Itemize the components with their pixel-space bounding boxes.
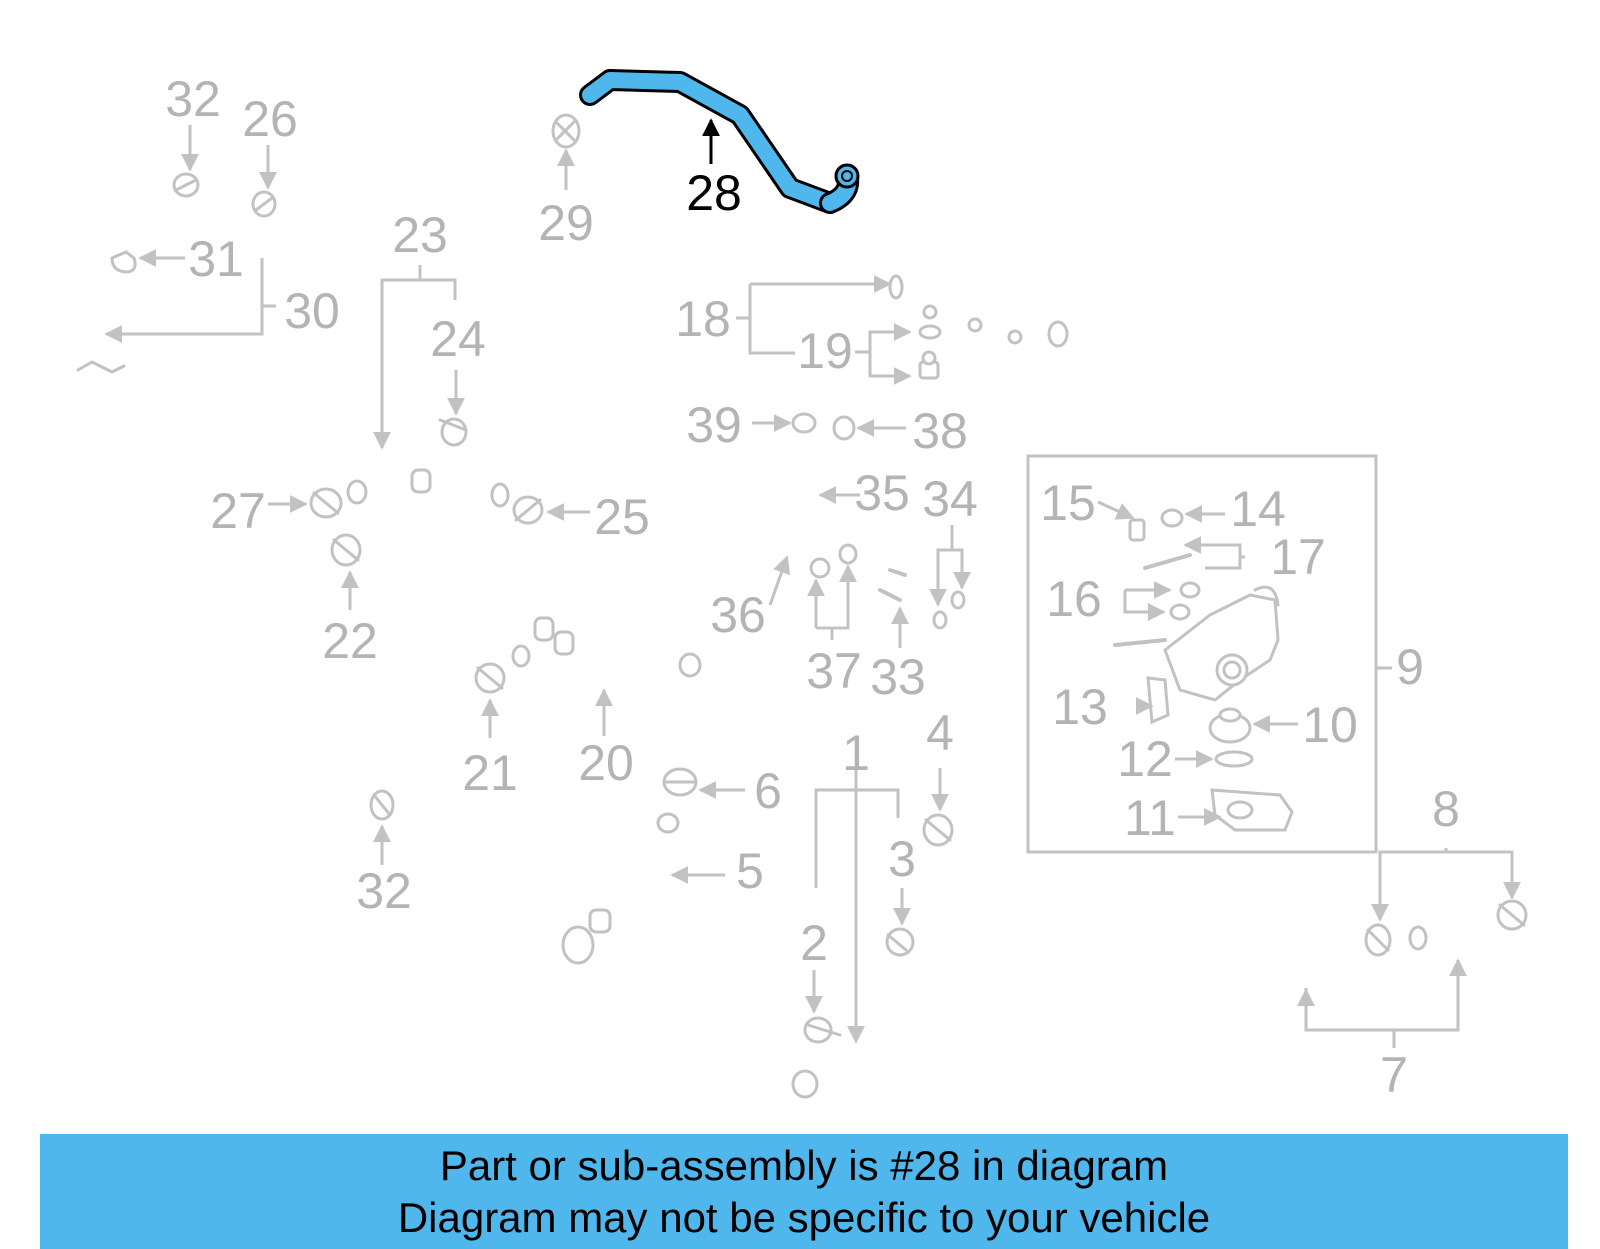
part-10-thermostat[interactable] — [1208, 707, 1252, 744]
part-32-clamp-bottom[interactable] — [369, 789, 395, 821]
part-14-washer[interactable] — [1160, 508, 1184, 528]
callout-11: 11 — [1124, 790, 1176, 846]
callout-2: 2 — [800, 915, 828, 971]
part-33-fitting[interactable] — [878, 568, 907, 602]
callout-15: 15 — [1040, 475, 1096, 531]
callout-22: 22 — [322, 613, 378, 669]
callout-10: 10 — [1302, 697, 1358, 753]
callout-17: 17 — [1270, 529, 1326, 585]
callout-38: 38 — [912, 403, 968, 459]
callout-30: 30 — [284, 283, 340, 339]
part-6-clamp[interactable] — [662, 767, 698, 797]
part-31-clip[interactable] — [110, 250, 137, 274]
part-3-clamp[interactable] — [885, 927, 915, 957]
callout-7: 7 — [1380, 1047, 1408, 1103]
part-2-clamp[interactable] — [803, 1016, 842, 1044]
callout-32-top: 32 — [165, 71, 221, 127]
callout-13: 13 — [1052, 679, 1108, 735]
callout-16: 16 — [1046, 571, 1102, 627]
callout-27: 27 — [210, 483, 266, 539]
part-4-clamp[interactable] — [922, 813, 954, 847]
callout-4: 4 — [926, 705, 954, 761]
callout-20: 20 — [578, 735, 634, 791]
part-16-washers[interactable] — [1169, 581, 1201, 621]
part-9-assembly-box — [1026, 454, 1378, 854]
callout-35: 35 — [854, 465, 910, 521]
part-12-oring[interactable] — [1214, 750, 1254, 768]
callout-5: 5 — [736, 843, 764, 899]
callout-21: 21 — [462, 745, 518, 801]
part-17-sensor[interactable] — [1143, 553, 1192, 570]
callout-29: 29 — [538, 195, 594, 251]
part-26-clamp[interactable] — [251, 190, 277, 218]
part-22-clamp[interactable] — [330, 533, 362, 567]
callout-33: 33 — [870, 649, 926, 705]
callout-31: 31 — [188, 231, 244, 287]
part-5-hose[interactable] — [561, 812, 680, 965]
banner-line-1: Part or sub-assembly is #28 in diagram — [439, 1142, 1169, 1189]
part-18-rail[interactable] — [888, 274, 1069, 348]
part-34-clips[interactable] — [932, 590, 966, 630]
part-25-clamp[interactable] — [512, 495, 544, 525]
part-35-hose[interactable] — [805, 452, 829, 538]
part-11-cover[interactable] — [1210, 788, 1294, 832]
part-15-sensor[interactable] — [1128, 518, 1146, 542]
callout-26: 26 — [242, 91, 298, 147]
part-19-fittings[interactable] — [918, 324, 942, 380]
callout-39: 39 — [686, 397, 742, 453]
part-29-clamp[interactable] — [551, 113, 581, 149]
callout-8: 8 — [1432, 781, 1460, 837]
callout-9: 9 — [1396, 639, 1424, 695]
part-39-clamp[interactable] — [791, 412, 817, 434]
part-21-clamp[interactable] — [474, 662, 506, 694]
callout-12: 12 — [1117, 731, 1173, 787]
part-27-clamp[interactable] — [309, 487, 343, 519]
info-banner: Part or sub-assembly is #28 in diagram D… — [40, 1134, 1568, 1249]
part-38-clamp[interactable] — [832, 415, 856, 441]
callout-25: 25 — [594, 489, 650, 545]
part-30-pipe[interactable] — [76, 145, 149, 374]
callout-23: 23 — [392, 207, 448, 263]
part-36-hose[interactable] — [767, 452, 803, 558]
callout-1: 1 — [842, 725, 870, 781]
callout-18: 18 — [675, 291, 731, 347]
callout-6: 6 — [754, 763, 782, 819]
part-37-clamps[interactable] — [809, 543, 858, 579]
part-9-housing[interactable] — [1113, 585, 1280, 702]
callout-34: 34 — [922, 471, 978, 527]
part-8-clamps[interactable] — [1364, 899, 1528, 957]
callout-32-bottom: 32 — [356, 863, 412, 919]
part-7-hoses[interactable] — [1216, 910, 1487, 1054]
callout-3: 3 — [888, 831, 916, 887]
callout-28: 28 — [686, 165, 742, 221]
part-28-hose[interactable] — [579, 69, 860, 214]
part-24-clamp[interactable] — [438, 417, 468, 447]
callout-24: 24 — [430, 311, 486, 367]
part-20-hose[interactable] — [376, 554, 702, 684]
part-1-hose[interactable] — [791, 842, 1020, 1099]
callout-36: 36 — [710, 587, 766, 643]
banner-line-2: Diagram may not be specific to your vehi… — [397, 1194, 1211, 1241]
callout-14: 14 — [1230, 481, 1286, 537]
part-13-gasket[interactable] — [1146, 676, 1170, 725]
part-23-hose[interactable] — [181, 371, 510, 508]
callout-19: 19 — [797, 323, 853, 379]
callout-37: 37 — [806, 643, 862, 699]
part-32-clamp-top[interactable] — [172, 172, 200, 198]
